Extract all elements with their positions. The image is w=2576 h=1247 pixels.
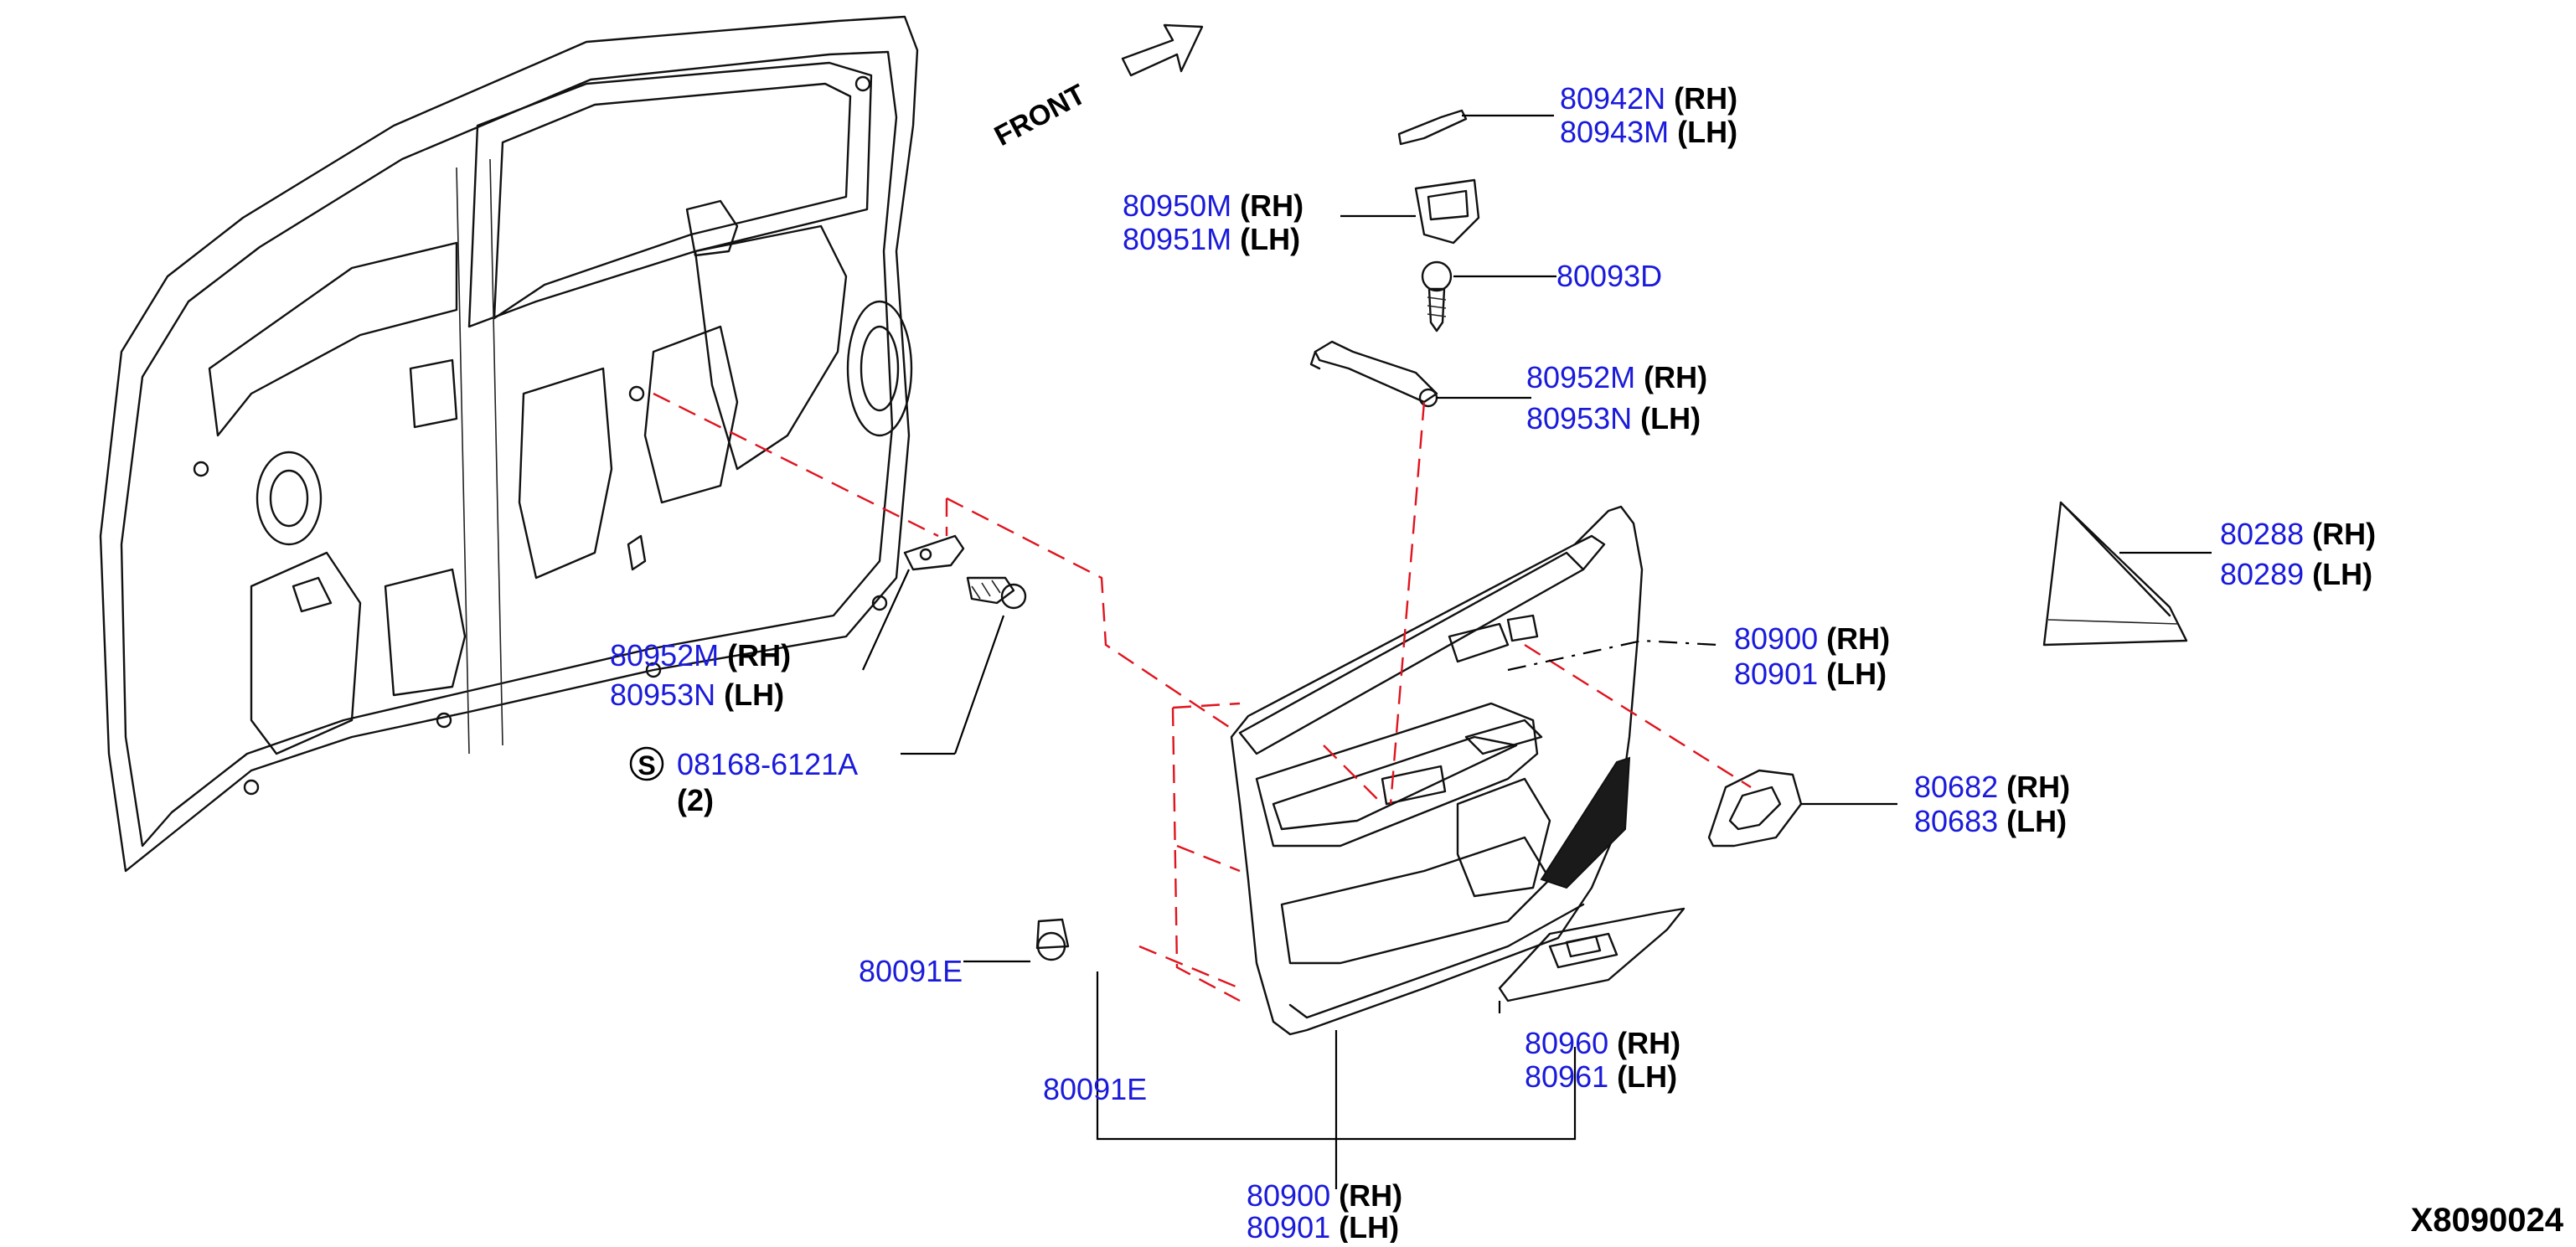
part-80952m-bracket-lower xyxy=(862,534,965,671)
callout-c22: 80900(RH) xyxy=(1247,1178,1402,1213)
alignment-lines xyxy=(653,392,1752,1002)
door-trim-panel xyxy=(1230,505,1644,1036)
callout-c18: 80091E xyxy=(859,954,963,988)
part-80950m-pull-cup xyxy=(1340,178,1480,245)
door-inner-panel xyxy=(99,15,919,873)
callout-c23: 80901(LH) xyxy=(1247,1210,1399,1243)
callout-c5: 80093D xyxy=(1556,259,1662,293)
callout-c1: 80942N(RH) xyxy=(1560,81,1737,116)
callout-labels: 80942N(RH) 80943M(LH) 80950M(RH) 80951M(… xyxy=(610,81,2564,1244)
callout-c19: 80960(RH) xyxy=(1525,1026,1680,1060)
part-80952m-bracket-upper xyxy=(1309,340,1531,408)
callout-c10: 80952M(RH) xyxy=(610,638,791,672)
callout-c20: 80961(LH) xyxy=(1525,1059,1677,1094)
callout-c2: 80943M(LH) xyxy=(1560,115,1737,149)
callout-c6: 80952M(RH) xyxy=(1526,360,1707,394)
part-80091e-clip xyxy=(963,918,1070,963)
callout-c9: 80289(LH) xyxy=(2220,557,2372,591)
part-80288-corner-finisher xyxy=(2042,501,2212,647)
callout-c12: 80900(RH) xyxy=(1734,621,1890,656)
callout-c8: 80288(RH) xyxy=(2220,517,2376,551)
standard-part-symbol: S xyxy=(638,750,655,781)
front-direction-indicator: FRONT xyxy=(989,23,1204,152)
callout-c11: 80953N(LH) xyxy=(610,678,784,712)
callout-c21: 80091E xyxy=(1043,1072,1147,1106)
part-80942n-handle-cover xyxy=(1397,109,1554,146)
callout-c13: 80901(LH) xyxy=(1734,657,1887,691)
leader-lines xyxy=(1096,971,1577,1189)
figure-id: X8090024 xyxy=(2411,1202,2564,1239)
part-08168-6121a-screw xyxy=(901,576,1027,755)
callout-c14: 08168-6121A xyxy=(677,747,858,781)
part-80093d-screw xyxy=(1421,260,1556,332)
standard-part-badge: S xyxy=(629,746,664,781)
callout-c17: 80683(LH) xyxy=(1914,804,2067,838)
part-80960-switch-bezel xyxy=(1498,907,1685,1013)
front-label: FRONT xyxy=(989,78,1091,152)
callout-c7: 80953N(LH) xyxy=(1526,401,1701,435)
callout-c3: 80950M(RH) xyxy=(1123,188,1303,223)
callout-c16: 80682(RH) xyxy=(1914,770,2070,804)
part-80682-handle-escutcheon xyxy=(1707,769,1897,848)
callout-c4: 80951M(LH) xyxy=(1123,222,1300,256)
callout-c15: (2) xyxy=(677,783,714,817)
